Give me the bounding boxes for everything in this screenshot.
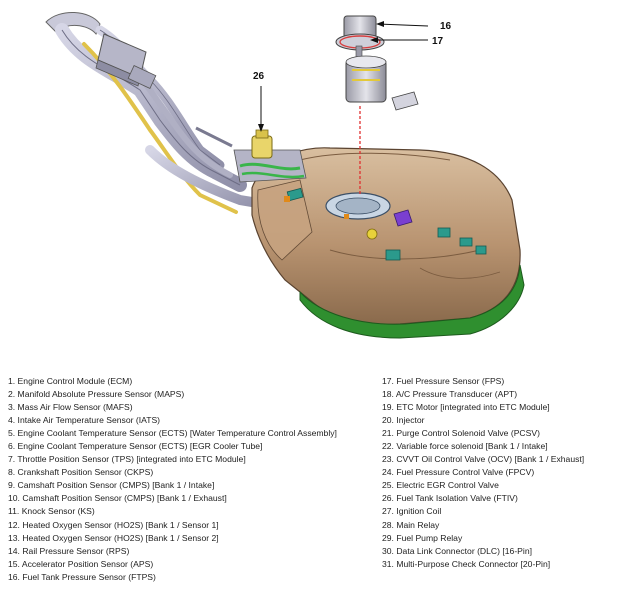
legend-item: 28. Main Relay: [382, 519, 440, 530]
fuel-tank: [251, 147, 525, 339]
legend-item: 8. Crankshaft Position Sensor (CKPS): [8, 467, 154, 478]
legend-item: 10. Camshaft Position Sensor (CMPS) [Ban…: [8, 493, 227, 504]
legend-item: 26. Fuel Tank Isolation Valve (FTIV): [382, 493, 518, 504]
legend-item: 1. Engine Control Module (ECM): [8, 376, 133, 386]
legend-item: 22. Variable force solenoid [Bank 1 / In…: [382, 441, 548, 452]
legend-item: 29. Fuel Pump Relay: [382, 532, 463, 543]
legend-item: 2. Manifold Absolute Pressure Sensor (MA…: [8, 389, 185, 400]
filler-pipe-assembly: [45, 11, 275, 214]
legend-item: 3. Mass Air Flow Sensor (MAFS): [8, 402, 133, 413]
legend-item: 24. Fuel Pressure Control Valve (FPCV): [382, 467, 535, 478]
callout-17: 17: [432, 36, 444, 47]
legend-item: 23. CVVT Oil Control Valve (OCV) [Bank 1…: [382, 454, 585, 465]
legend-item: 17. Fuel Pressure Sensor (FPS): [382, 376, 505, 386]
legend-left-column: 1. Engine Control Module (ECM) 2. Manifo…: [8, 375, 337, 584]
legend-item: 15. Accelerator Position Sensor (APS): [8, 558, 154, 569]
legend-item: 21. Purge Control Solenoid Valve (PCSV): [382, 428, 540, 439]
legend-right-column: 17. Fuel Pressure Sensor (FPS) 18. A/C P…: [382, 375, 584, 571]
callout-16: 16: [440, 21, 452, 32]
legend-item: 5. Engine Coolant Temperature Sensor (EC…: [8, 428, 337, 439]
callout-26: 26: [253, 71, 265, 82]
legend-item: 13. Heated Oxygen Sensor (HO2S) [Bank 1 …: [8, 532, 219, 543]
legend-item: 19. ETC Motor [integrated into ETC Modul…: [382, 402, 550, 413]
legend-item: 9. Camshaft Position Sensor (CMPS) [Bank…: [8, 480, 215, 491]
legend-item: 18. A/C Pressure Transducer (APT): [382, 389, 518, 400]
legend-item: 31. Multi-Purpose Check Connector [20-Pi…: [382, 558, 551, 569]
legend-item: 27. Ignition Coil: [382, 506, 442, 517]
legend-item: 11. Knock Sensor (KS): [8, 506, 95, 517]
legend-item: 7. Throttle Position Sensor (TPS) [integ…: [8, 454, 246, 465]
fuel-system-illustration: 16 17 26: [45, 11, 525, 339]
legend-item: 16. Fuel Tank Pressure Sensor (FTPS): [8, 571, 156, 582]
legend-item: 12. Heated Oxygen Sensor (HO2S) [Bank 1 …: [8, 519, 219, 530]
tank-isolation-valve-module: [233, 129, 307, 183]
fuel-pump-assembly: [335, 15, 419, 111]
legend-item: 25. Electric EGR Control Valve: [382, 480, 499, 491]
legend-item: 14. Rail Pressure Sensor (RPS): [8, 545, 130, 556]
legend-item: 30. Data Link Connector (DLC) [16-Pin]: [382, 545, 532, 556]
legend-item: 4. Intake Air Temperature Sensor (IATS): [8, 415, 161, 426]
legend-item: 6. Engine Coolant Temperature Sensor (EC…: [8, 441, 263, 452]
legend-item: 20. Injector: [382, 415, 425, 426]
